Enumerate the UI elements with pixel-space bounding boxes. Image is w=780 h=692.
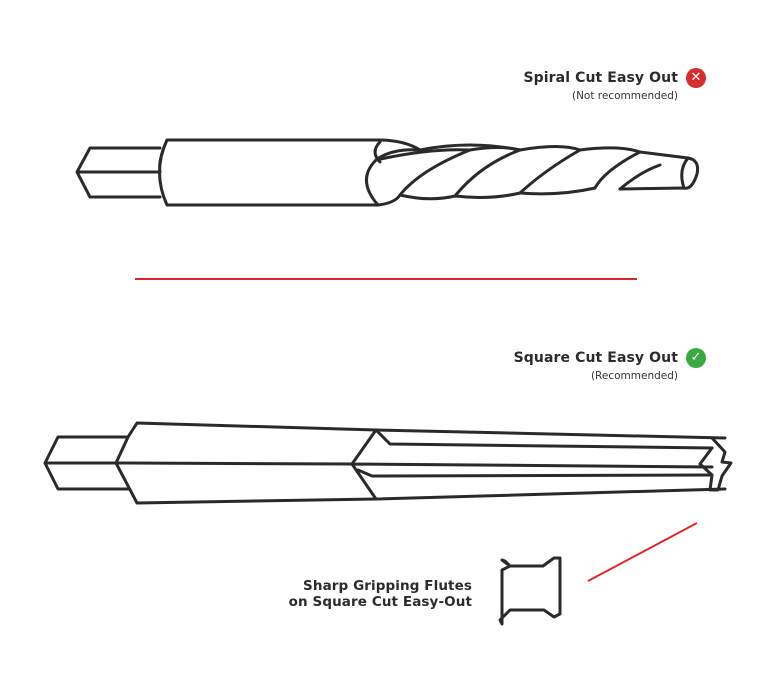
x-circle-icon: ✕ xyxy=(686,68,706,88)
square-easy-out-illustration xyxy=(43,421,733,505)
spiral-easy-out-illustration xyxy=(75,138,700,207)
square-cross-section-icon xyxy=(498,556,562,626)
callout-line-1: Sharp Gripping Flutes xyxy=(303,578,472,594)
check-circle-icon: ✓ xyxy=(686,348,706,368)
square-label-group: Square Cut Easy Out (Recommended) xyxy=(440,350,678,382)
callout-leader-line xyxy=(587,522,698,582)
spiral-subtitle: (Not recommended) xyxy=(571,90,678,102)
square-subtitle: (Recommended) xyxy=(590,370,678,382)
callout-line-2: on Square Cut Easy-Out xyxy=(288,594,472,610)
square-title: Square Cut Easy Out xyxy=(513,350,678,366)
callout-label: Sharp Gripping Flutes on Square Cut Easy… xyxy=(270,578,472,610)
spiral-label-group: Spiral Cut Easy Out (Not recommended) xyxy=(440,70,678,102)
spiral-title: Spiral Cut Easy Out xyxy=(523,70,678,86)
